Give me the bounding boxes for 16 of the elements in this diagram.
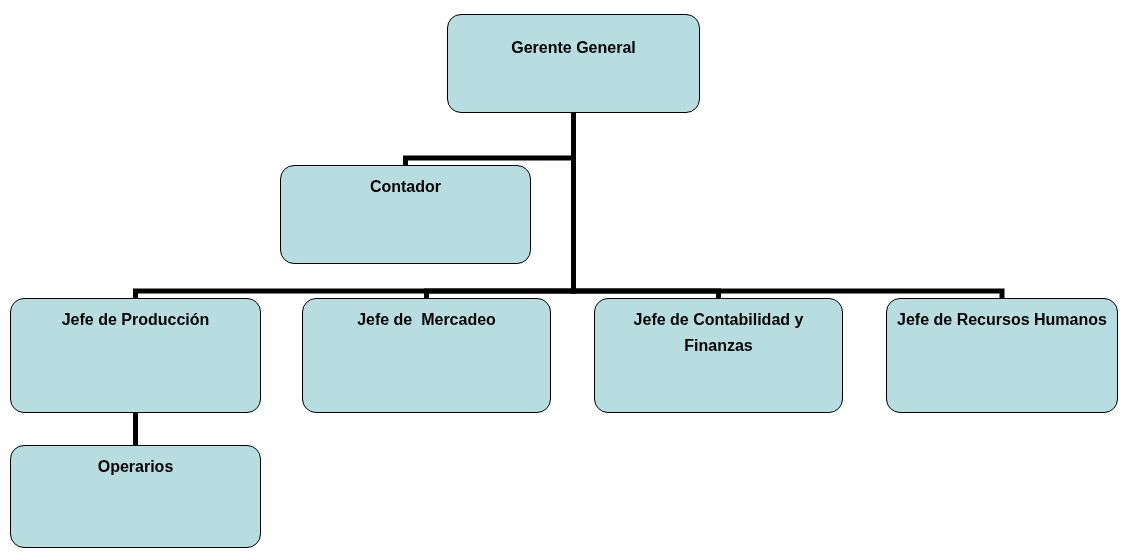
- position-title: Contador: [368, 177, 443, 197]
- connector-line: [571, 113, 1005, 298]
- position-title: Jefe de Contabilidad y Finanzas: [632, 310, 805, 356]
- position-box: [886, 298, 1118, 413]
- position-title: Gerente General: [510, 38, 637, 58]
- position-box: [280, 165, 531, 264]
- position-title: Jefe de Mercadeo: [356, 310, 497, 330]
- position-box: [10, 445, 261, 548]
- position-title: Operarios: [96, 457, 175, 477]
- position-box: [10, 298, 261, 413]
- position-box: [594, 298, 843, 413]
- position-box: [302, 298, 551, 413]
- position-title: Jefe de Producción: [60, 310, 211, 330]
- position-title: Jefe de Recursos Humanos: [896, 310, 1108, 330]
- position-box: [447, 14, 700, 113]
- connector-line: [133, 413, 138, 445]
